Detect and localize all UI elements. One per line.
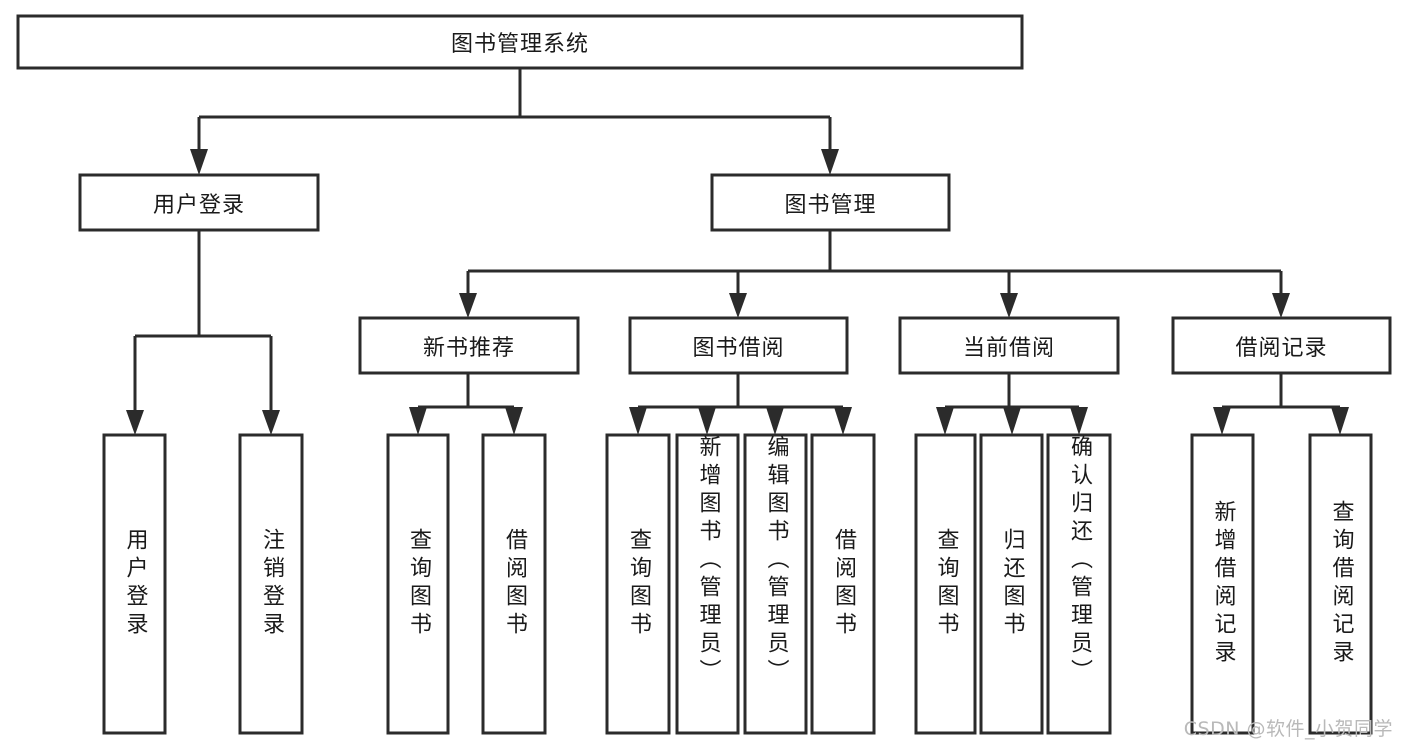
node-box-user-login[interactable] bbox=[78, 173, 320, 232]
arrow-head-book-manage bbox=[821, 149, 839, 175]
node-box-leaf-query-record[interactable] bbox=[1308, 433, 1373, 735]
arrow-head-leaf-add-record bbox=[1213, 407, 1231, 435]
node-box-leaf-confirm-return[interactable] bbox=[1046, 433, 1112, 735]
node-box-leaf-add-record[interactable] bbox=[1190, 433, 1255, 735]
node-box-book-borrow[interactable] bbox=[628, 316, 849, 375]
node-box-leaf-edit-book[interactable] bbox=[743, 433, 808, 735]
arrow-head-book-borrow bbox=[729, 293, 747, 318]
arrow-head-current-borrow bbox=[1000, 293, 1018, 318]
edge-group-root bbox=[190, 68, 839, 175]
arrow-head-leaf-query-book-2 bbox=[629, 407, 647, 435]
node-box-leaf-return-book[interactable] bbox=[979, 433, 1044, 735]
node-box-root[interactable] bbox=[16, 14, 1024, 70]
arrow-head-leaf-return-book bbox=[1003, 407, 1021, 435]
edge-group-current-borrow bbox=[936, 373, 1088, 435]
edge-group-new-book-rec bbox=[409, 373, 523, 435]
node-box-leaf-query-book-3[interactable] bbox=[914, 433, 977, 735]
arrow-head-user-login bbox=[190, 149, 208, 175]
edge-group-book-manage bbox=[459, 230, 1290, 318]
arrow-head-new-book-rec bbox=[459, 293, 477, 318]
node-box-leaf-borrow-book-2[interactable] bbox=[810, 433, 876, 735]
arrow-head-leaf-logout bbox=[262, 410, 280, 435]
node-box-leaf-query-book-2[interactable] bbox=[605, 433, 671, 735]
node-box-leaf-borrow-book-1[interactable] bbox=[481, 433, 547, 735]
arrow-head-borrow-record bbox=[1272, 293, 1290, 318]
node-box-leaf-query-book-1[interactable] bbox=[386, 433, 450, 735]
arrow-head-leaf-borrow-book-1 bbox=[505, 407, 523, 435]
arrow-head-leaf-query-book-1 bbox=[409, 407, 427, 435]
node-box-leaf-logout[interactable] bbox=[238, 433, 304, 735]
node-box-leaf-add-book[interactable] bbox=[675, 433, 740, 735]
edge-group-user-login bbox=[126, 230, 280, 435]
arrow-head-leaf-confirm-return bbox=[1070, 407, 1088, 435]
arrow-head-leaf-query-book-3 bbox=[936, 407, 954, 435]
arrow-head-leaf-edit-book bbox=[766, 407, 784, 435]
arrow-head-leaf-user-login bbox=[126, 410, 144, 435]
node-box-book-manage[interactable] bbox=[710, 173, 951, 232]
edge-group-book-borrow bbox=[629, 373, 852, 435]
node-box-new-book-rec[interactable] bbox=[358, 316, 580, 375]
arrow-head-leaf-query-record bbox=[1331, 407, 1349, 435]
node-box-current-borrow[interactable] bbox=[898, 316, 1120, 375]
node-box-leaf-user-login[interactable] bbox=[102, 433, 167, 735]
arrow-head-leaf-add-book bbox=[698, 407, 716, 435]
node-box-borrow-record[interactable] bbox=[1171, 316, 1392, 375]
edge-group-borrow-record bbox=[1213, 373, 1349, 435]
arrow-head-leaf-borrow-book-2 bbox=[834, 407, 852, 435]
